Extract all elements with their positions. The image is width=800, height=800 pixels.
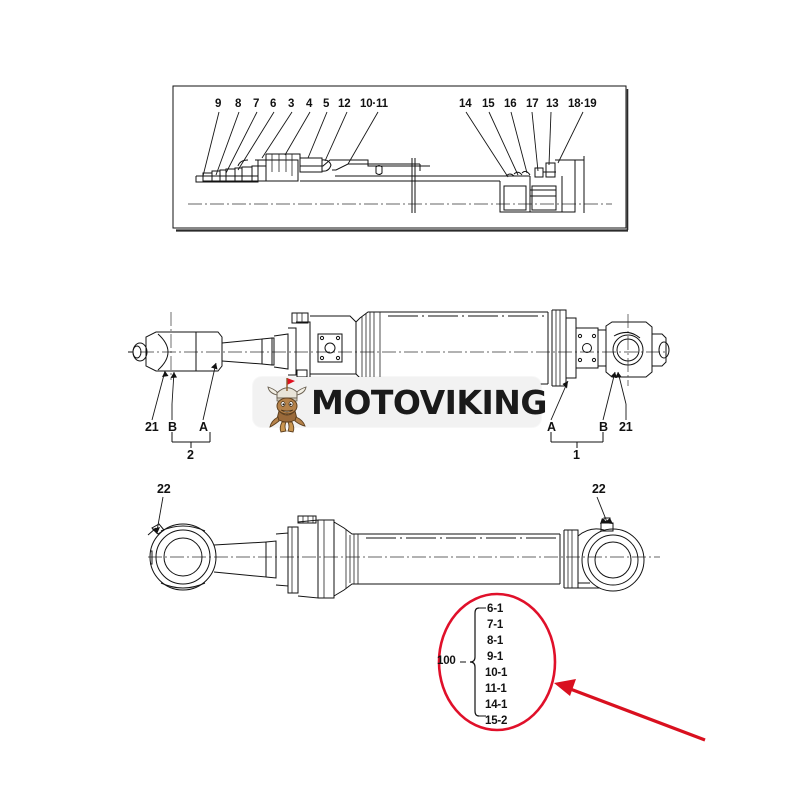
- watermark-text: MOTOVIKING: [311, 382, 547, 422]
- callout-item-9-1: 9-1: [487, 651, 504, 663]
- callout-item-15-2: 15-2: [485, 715, 508, 727]
- lower-assembly-drawing: [147, 515, 660, 599]
- callout-label-15: 15: [482, 98, 495, 110]
- callout-label-6: 6: [270, 98, 277, 110]
- callout-label-9: 9: [215, 98, 222, 110]
- lower-assembly-leaders: [156, 496, 608, 532]
- cross-section-frame: [172, 85, 629, 232]
- upper-left-bracket-label-2: 2: [187, 448, 194, 462]
- callout-label-18-19: 18·19: [568, 98, 597, 110]
- callout-label-10-11: 10·11: [360, 98, 388, 110]
- lower-right-label-22: 22: [592, 482, 606, 496]
- callout-ellipse: [437, 592, 557, 732]
- callout-item-14-1: 14-1: [485, 699, 508, 711]
- cross-section-left-leaders: [202, 111, 379, 177]
- upper-left-label-21: 21: [145, 420, 159, 434]
- callout-label-14: 14: [459, 98, 472, 110]
- callout-label-7: 7: [253, 98, 260, 110]
- callout-label-4: 4: [306, 98, 313, 110]
- callout-brace: [460, 607, 486, 717]
- callout-label-12: 12: [338, 98, 351, 110]
- callout-label-17: 17: [526, 98, 539, 110]
- upper-right-label-A: A: [547, 420, 556, 434]
- callout-label-5: 5: [323, 98, 330, 110]
- cross-section-right-leaders: [465, 111, 584, 178]
- callout-label-16: 16: [504, 98, 517, 110]
- callout-item-10-1: 10-1: [485, 667, 508, 679]
- upper-right-label-B: B: [599, 420, 608, 434]
- cross-section-drawing: [188, 153, 612, 213]
- callout-label-13: 13: [546, 98, 559, 110]
- callout-item-11-1: 11-1: [485, 683, 507, 695]
- callout-label-3: 3: [288, 98, 295, 110]
- upper-right-bracket-label-1: 1: [573, 448, 580, 462]
- viking-mascot-icon: [267, 378, 307, 433]
- upper-assembly-drawing: [128, 309, 670, 387]
- callout-item-6-1: 6-1: [487, 603, 504, 615]
- callout-item-7-1: 7-1: [487, 619, 504, 631]
- lower-left-label-22: 22: [157, 482, 171, 496]
- watermark: MOTOVIKING: [253, 377, 547, 433]
- upper-left-label-B: B: [168, 420, 177, 434]
- callout-item-8-1: 8-1: [487, 635, 504, 647]
- upper-left-label-A: A: [199, 420, 208, 434]
- callout-arrow: [554, 679, 706, 742]
- callout-label-8: 8: [235, 98, 242, 110]
- callout-group-label-100: 100: [437, 655, 456, 667]
- upper-assembly-leaders: [151, 362, 627, 448]
- upper-right-label-21: 21: [619, 420, 633, 434]
